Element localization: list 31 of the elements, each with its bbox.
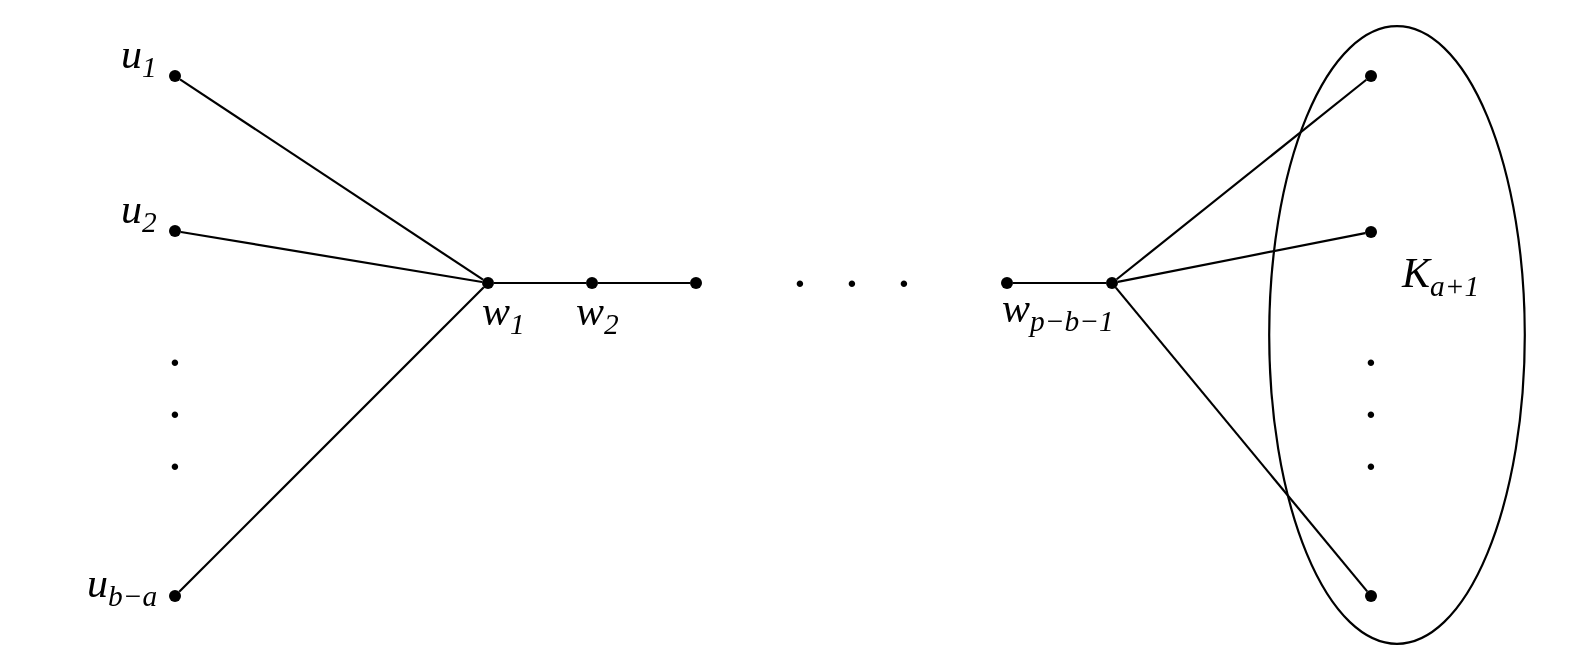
edge-line bbox=[178, 286, 485, 593]
vertex-label: u$_{b−a}$ bbox=[87, 561, 158, 611]
ellipsis-mark: · · · bbox=[1350, 339, 1391, 489]
vertex-label: w$_{1}$ bbox=[482, 289, 525, 339]
edge-line bbox=[1013, 281, 1106, 285]
vertex-dot bbox=[690, 277, 702, 289]
vertex-dot bbox=[586, 277, 598, 289]
ellipsis-mark: · · · bbox=[154, 339, 195, 489]
edge-line bbox=[598, 281, 690, 285]
vertex-dot bbox=[1106, 277, 1118, 289]
vertex-dot bbox=[169, 590, 181, 602]
edge-line bbox=[180, 230, 483, 284]
vertex-dot bbox=[1365, 590, 1377, 602]
ellipsis-mark: · · · bbox=[793, 263, 911, 304]
edge-line bbox=[1115, 286, 1368, 593]
vertex-dot bbox=[169, 225, 181, 237]
vertex-dot bbox=[169, 70, 181, 82]
group-label: K$_{a+1}$ bbox=[1402, 251, 1480, 301]
ellipse-outline bbox=[1268, 25, 1526, 645]
edge-line bbox=[494, 281, 586, 285]
vertex-dot bbox=[482, 277, 494, 289]
edge-line bbox=[179, 78, 484, 281]
edge-line bbox=[1116, 78, 1367, 281]
vertex-label: w$_{p−b−1}$ bbox=[1002, 286, 1114, 336]
vertex-dot bbox=[1365, 70, 1377, 82]
vertex-label: u$_{1}$ bbox=[121, 32, 157, 82]
vertex-label: u$_{2}$ bbox=[121, 187, 157, 237]
vertex-label: w$_{2}$ bbox=[576, 289, 619, 339]
vertex-dot bbox=[1365, 226, 1377, 238]
vertex-dot bbox=[1001, 277, 1013, 289]
edge-line bbox=[1117, 232, 1366, 283]
